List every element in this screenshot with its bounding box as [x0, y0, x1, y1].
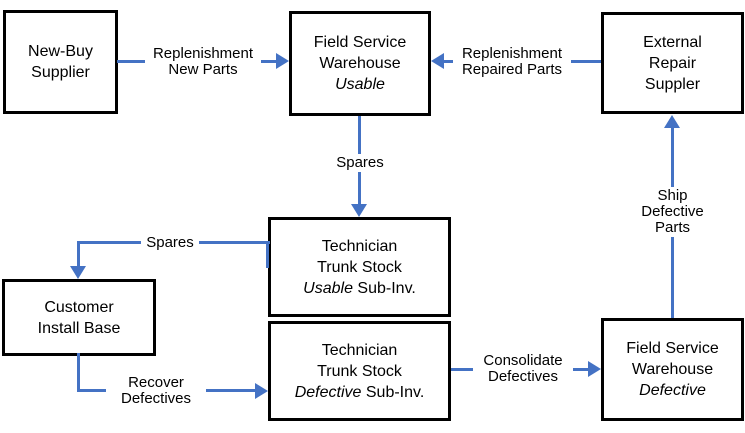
- replenishment-new-parts-arrowhead-icon: [276, 53, 289, 69]
- flow-label-consolidate-defectives: Consolidate Defectives: [473, 352, 573, 386]
- spares-left-attach-line: [266, 241, 269, 268]
- flow-label-line: Repaired Parts: [461, 61, 563, 78]
- flow-label-line: Replenishment: [461, 45, 563, 62]
- flow-label-line: Ship: [657, 187, 688, 204]
- box-label-line: Supplier: [31, 64, 90, 81]
- flow-label-line: Parts: [654, 219, 690, 236]
- box-label-line: Usable Sub-Inv.: [303, 279, 416, 297]
- flow-label-line: Spares: [146, 234, 194, 251]
- box-external-repair-supplier: External Repair Suppler: [601, 12, 744, 114]
- flow-label-line: Defectives: [120, 390, 192, 407]
- box-technician-trunk-stock-usable: Technician Trunk Stock Usable Sub-Inv.: [268, 217, 451, 317]
- box-label-line: Usable: [335, 76, 385, 93]
- box-field-service-warehouse-usable: Field Service Warehouse Usable: [289, 11, 431, 116]
- box-customer-install-base: Customer Install Base: [2, 279, 156, 356]
- box-label-line: Warehouse: [319, 55, 401, 72]
- spares-down-arrowhead-icon: [351, 204, 367, 217]
- flow-label-recover-defectives: Recover Defectives: [106, 374, 206, 408]
- box-label-line: Technician: [321, 341, 398, 359]
- box-technician-trunk-stock-defective: Technician Trunk Stock Defective Sub-Inv…: [268, 321, 451, 421]
- box-label-line: External: [643, 33, 702, 51]
- flow-label-line: New Parts: [168, 61, 238, 78]
- flow-label-spares-left: Spares: [141, 234, 199, 252]
- flow-label-line: Spares: [336, 154, 384, 171]
- flow-label-ship-defective-parts: Ship Defective Parts: [634, 187, 711, 237]
- spares-left-arrowhead-icon: [70, 266, 86, 279]
- flow-label-replenishment-repaired-parts: Replenishment Repaired Parts: [453, 45, 571, 79]
- ship-defective-parts-arrowhead-icon: [664, 115, 680, 128]
- consolidate-defectives-arrowhead-icon: [588, 361, 601, 377]
- box-label-line: Trunk Stock: [317, 258, 402, 276]
- box-label-line: Customer: [44, 298, 114, 316]
- box-label-line: New-Buy: [28, 43, 93, 60]
- recover-defectives-arrowhead-icon: [255, 383, 268, 399]
- box-label-line: Field Service: [626, 340, 719, 357]
- box-new-buy-supplier: New-Buy Supplier: [3, 10, 118, 114]
- box-label-line: Technician: [321, 237, 398, 255]
- box-label-line: Warehouse: [631, 361, 714, 378]
- box-label-line: Repair: [648, 54, 697, 72]
- box-label-line: Trunk Stock: [317, 362, 402, 380]
- box-field-service-warehouse-defective: Field Service Warehouse Defective: [601, 318, 744, 421]
- box-label-line: Field Service: [313, 34, 407, 51]
- flow-label-replenishment-new-parts: Replenishment New Parts: [145, 45, 261, 79]
- box-label-line: Defective Sub-Inv.: [294, 383, 425, 401]
- flow-label-line: Defectives: [487, 368, 559, 385]
- box-label-line: Suppler: [644, 75, 701, 93]
- flow-label-spares-down: Spares: [331, 154, 389, 172]
- spares-left-drop-line: [77, 241, 80, 266]
- flow-label-line: Replenishment: [152, 45, 254, 62]
- flow-label-line: Recover: [128, 374, 184, 391]
- replenishment-repaired-parts-arrowhead-icon: [431, 53, 444, 69]
- box-label-line: Install Base: [37, 319, 121, 337]
- recover-defectives-drop-line: [77, 353, 80, 392]
- flow-label-line: Defective: [641, 203, 704, 220]
- flow-label-line: Consolidate: [483, 352, 563, 369]
- box-label-line: Defective: [639, 382, 706, 399]
